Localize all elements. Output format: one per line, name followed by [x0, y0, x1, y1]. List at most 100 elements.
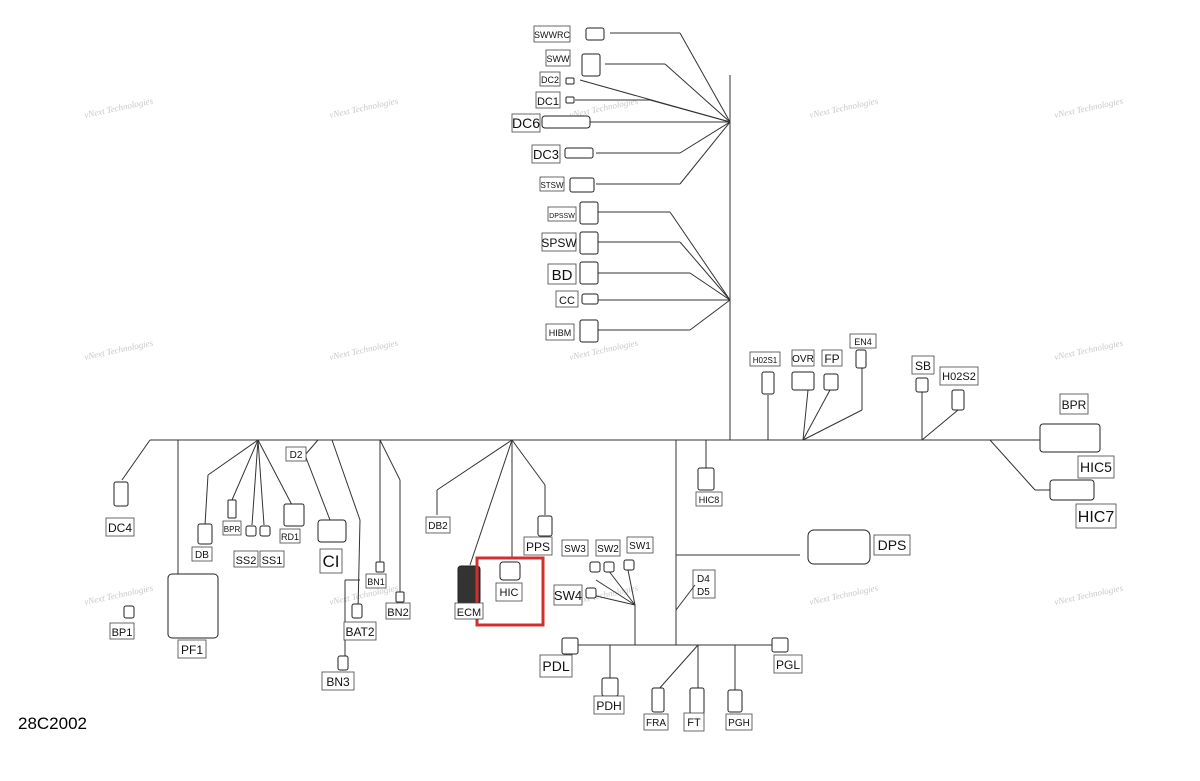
connector-sw2 — [603, 561, 615, 573]
label-db2: DB2 — [425, 516, 451, 534]
watermark-text: vNext Technologies — [808, 96, 879, 120]
label-bn2: BN2 — [385, 602, 411, 620]
label-sw1: SW1 — [626, 536, 654, 554]
label-ft: FT — [683, 712, 705, 732]
svg-text:PDL: PDL — [542, 658, 569, 674]
connector-ss2 — [245, 525, 257, 537]
svg-text:RD1: RD1 — [281, 532, 299, 542]
connector-h02s2 — [951, 389, 965, 411]
svg-text:HIC5: HIC5 — [1080, 459, 1112, 475]
svg-text:H02S1: H02S1 — [753, 356, 778, 365]
label-sw3: SW3 — [561, 539, 589, 557]
connector-db — [197, 523, 213, 545]
connector-pdl — [561, 637, 579, 655]
svg-text:HIC: HIC — [500, 587, 519, 599]
label-cc: CC — [555, 290, 579, 308]
label-pgh: PGH — [725, 713, 753, 731]
label-sb: SB — [911, 355, 935, 375]
label-fp: FP — [821, 349, 843, 367]
connector-ss1 — [259, 525, 271, 537]
svg-text:SS2: SS2 — [236, 555, 257, 567]
svg-text:SWW: SWW — [547, 54, 570, 64]
watermark-text: vNext Technologies — [1053, 338, 1124, 362]
connector-sw3 — [589, 561, 601, 573]
watermark-text: vNext Technologies — [1053, 96, 1124, 120]
connector-pgl — [771, 637, 789, 653]
connector-stsw — [569, 177, 595, 193]
connector-cc — [581, 293, 599, 305]
watermark-text: vNext Technologies — [83, 338, 154, 362]
label-bn1: BN1 — [365, 573, 387, 589]
svg-text:HIC7: HIC7 — [1078, 509, 1115, 526]
connector-spsw — [579, 231, 599, 255]
label-ovr: OVR — [791, 349, 815, 367]
connector-hic8 — [697, 467, 715, 491]
label-pgl: PGL — [773, 654, 803, 674]
label-d5: D5 — [692, 569, 716, 599]
label-pdh: PDH — [593, 695, 625, 715]
watermark-text: vNext Technologies — [328, 96, 399, 120]
watermark-text: vNext Technologies — [808, 583, 879, 607]
connector-bat2 — [351, 603, 363, 619]
connector-ovr — [791, 371, 815, 391]
connector-ft — [689, 687, 705, 715]
svg-text:D5: D5 — [697, 587, 710, 598]
svg-text:DC3: DC3 — [533, 147, 559, 162]
label-hic5: HIC5 — [1077, 455, 1115, 479]
label-ss1: SS1 — [259, 550, 285, 568]
label-bp1: BP1 — [109, 622, 135, 640]
label-db: DB — [191, 546, 213, 562]
label-rd1: RD1 — [279, 528, 301, 544]
svg-text:BP1: BP1 — [112, 627, 133, 639]
label-bat2: BAT2 — [343, 621, 377, 641]
svg-text:PDH: PDH — [596, 699, 621, 713]
label-ci: CI — [319, 548, 343, 574]
connector-bp1 — [123, 605, 135, 619]
connector-h02s1 — [761, 371, 775, 395]
svg-text:SW1: SW1 — [629, 541, 651, 552]
label-spsw: SPSW — [541, 232, 577, 252]
connector-bn2 — [395, 591, 405, 603]
connector-pdh — [601, 677, 619, 697]
label-bn3: BN3 — [321, 671, 355, 691]
label-fra: FRA — [643, 713, 669, 731]
connector-swwrc — [585, 27, 605, 41]
svg-text:DC1: DC1 — [537, 96, 559, 108]
connector-sb — [915, 377, 929, 393]
connector-pf1 — [167, 573, 219, 639]
label-dps: DPS — [873, 534, 911, 556]
connector-bn3 — [337, 655, 349, 671]
svg-text:H02S2: H02S2 — [942, 371, 976, 383]
svg-text:BPR: BPR — [1062, 398, 1087, 412]
highlight-box — [475, 556, 545, 627]
label-ecm: ECM — [454, 602, 484, 620]
connector-bpr-right — [1039, 423, 1101, 453]
svg-text:DPSSW: DPSSW — [549, 213, 575, 220]
connector-dpssw — [579, 201, 599, 225]
connector-pps — [537, 515, 553, 537]
label-bpr-right: BPR — [1059, 393, 1089, 415]
svg-text:OVR: OVR — [792, 354, 814, 365]
label-dc4: DC4 — [105, 517, 135, 537]
label-h02s2: H02S2 — [939, 366, 979, 386]
connector-sw4 — [585, 587, 597, 599]
label-dpssw: DPSSW — [547, 206, 577, 222]
connector-dc3 — [564, 147, 594, 159]
connector-dps — [807, 529, 871, 565]
component-labels: SWWRC SWW DC2 DC1 DC6 DC3 STSW DPSSW SPS… — [105, 25, 1117, 732]
connector-bpr-left — [227, 499, 237, 519]
watermark-text: vNext Technologies — [568, 338, 639, 362]
harness-wires — [121, 32, 1052, 691]
label-d4: D4 — [697, 574, 710, 585]
label-dc2: DC2 — [539, 71, 561, 87]
svg-text:SPSW: SPSW — [541, 236, 577, 250]
label-hic7: HIC7 — [1075, 503, 1117, 529]
connectors — [113, 27, 1101, 715]
svg-text:HIBM: HIBM — [549, 328, 572, 338]
label-dc1: DC1 — [535, 91, 561, 109]
svg-text:PGL: PGL — [776, 658, 800, 672]
label-d2: D2 — [285, 446, 307, 462]
svg-text:SS1: SS1 — [262, 555, 283, 567]
svg-text:BN1: BN1 — [367, 577, 385, 587]
svg-text:DB2: DB2 — [428, 521, 448, 532]
